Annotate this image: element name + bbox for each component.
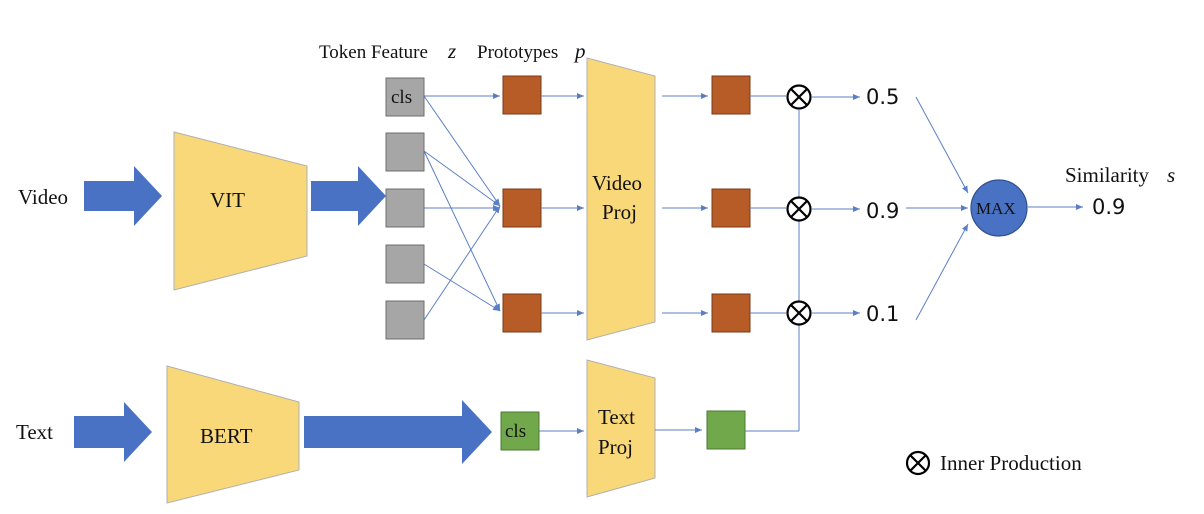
video-proj-label-1: Video: [592, 171, 642, 195]
circle-times-icon: [905, 450, 931, 476]
score-value: 0.9: [866, 199, 899, 223]
projected-prototype: [711, 188, 751, 228]
square-product-links: [750, 95, 800, 431]
prototypes-label: Prototypes: [477, 42, 558, 63]
prototype-square: [502, 188, 542, 228]
prototypes-var: p: [573, 39, 586, 63]
text-proj-label-1: Text: [598, 405, 635, 429]
bert-output-arrow: [304, 400, 492, 464]
bert-label: BERT: [200, 424, 253, 448]
token-feature-label: Token Feature: [319, 42, 428, 63]
legend-label: Inner Production: [940, 451, 1082, 475]
token-square: [385, 188, 425, 228]
max-links: [906, 96, 1083, 321]
proj-output-links: [662, 93, 708, 316]
text-feature: [706, 410, 746, 450]
token-square: [385, 300, 425, 340]
text-cls-label: cls: [505, 421, 526, 442]
token-feature-var: z: [447, 39, 456, 63]
projected-prototype: [711, 293, 751, 333]
vit-encoder: [173, 131, 308, 291]
circle-times-icon: [786, 300, 812, 326]
token-prototype-links: [423, 93, 501, 321]
text-proj-label-2: Proj: [598, 435, 633, 459]
prototype-square: [502, 293, 542, 333]
video-input-label: Video: [18, 185, 68, 209]
similarity-value: 0.9: [1092, 195, 1125, 219]
cls-token-label: cls: [391, 87, 412, 108]
vit-label: VIT: [210, 188, 245, 212]
text-input-label: Text: [16, 420, 53, 444]
bert-encoder: [166, 365, 300, 504]
video-proj: [586, 57, 656, 341]
token-square: [385, 244, 425, 284]
vit-output-arrow: [311, 166, 386, 226]
token-square: [385, 132, 425, 172]
text-proj: [586, 359, 656, 498]
prototype-square: [502, 75, 542, 115]
video-proj-label-2: Proj: [602, 200, 637, 224]
circle-times-icon: [786, 196, 812, 222]
video-input-arrow: [84, 166, 162, 226]
circle-times-icon: [786, 84, 812, 110]
projected-prototype: [711, 75, 751, 115]
cls-token: [385, 77, 425, 117]
similarity-label: Similarity: [1065, 163, 1150, 187]
text-input-arrow: [74, 402, 152, 462]
max-label: MAX: [976, 199, 1016, 218]
max-node: [970, 179, 1028, 237]
score-links: [811, 94, 860, 316]
prototype-proj-links: [541, 93, 584, 316]
similarity-var: s: [1167, 163, 1175, 187]
score-value: 0.1: [866, 302, 899, 326]
score-value: 0.5: [866, 85, 899, 109]
